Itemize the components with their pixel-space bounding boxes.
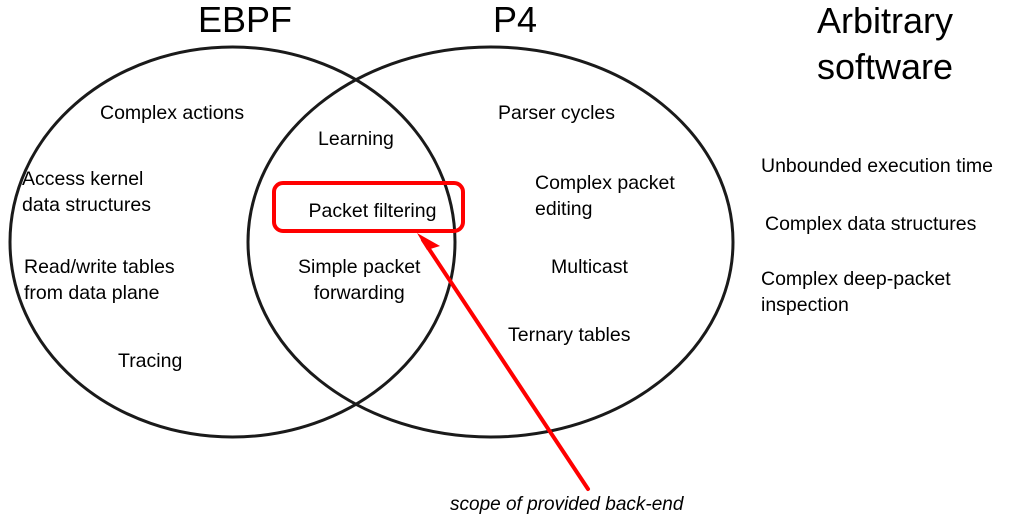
p4-item-parser-cycles: Parser cycles bbox=[498, 102, 616, 124]
outside-region-title: Arbitrary software bbox=[780, 0, 990, 90]
intersection-item-packet-filtering: Packet filtering bbox=[308, 199, 437, 222]
intersection-item-learning: Learning bbox=[318, 128, 394, 150]
arbitrary-item-complex-deep-packet-line2: inspection bbox=[761, 294, 849, 316]
intersection-item-simple-forwarding-line2: forwarding bbox=[313, 282, 405, 304]
ebpf-item-access-kernel-data-structures: Access kernel data structures bbox=[22, 166, 151, 218]
scope-caption: scope of provided back-end bbox=[450, 494, 684, 515]
ebpf-item-tracing: Tracing bbox=[118, 350, 183, 372]
p4-item-multicast: Multicast bbox=[551, 256, 628, 278]
set-title-ebpf: EBPF bbox=[197, 0, 293, 40]
ebpf-item-access-kernel-line2: data structures bbox=[22, 194, 151, 216]
intersection-item-simple-packet-forwarding: Simple packet forwarding bbox=[298, 254, 420, 306]
p4-item-complex-packet-editing-line2: editing bbox=[535, 198, 593, 220]
arbitrary-item-unbounded-execution-time: Unbounded execution time bbox=[761, 155, 993, 177]
outside-region-title-line2: software bbox=[816, 46, 954, 87]
ebpf-item-complex-actions: Complex actions bbox=[100, 102, 245, 124]
ebpf-item-readwrite-tables: Read/write tables from data plane bbox=[24, 254, 175, 306]
outside-region-title-line1: Arbitrary bbox=[816, 0, 954, 41]
ebpf-item-access-kernel-line1: Access kernel bbox=[22, 168, 144, 190]
ebpf-item-readwrite-tables-line1: Read/write tables bbox=[24, 256, 175, 278]
p4-circle bbox=[246, 45, 735, 439]
arbitrary-item-complex-data-structures: Complex data structures bbox=[765, 213, 977, 235]
intersection-item-simple-forwarding-line1: Simple packet bbox=[298, 256, 421, 278]
p4-item-complex-packet-editing: Complex packet editing bbox=[535, 170, 675, 222]
p4-item-ternary-tables: Ternary tables bbox=[508, 324, 631, 346]
arbitrary-item-complex-deep-packet-line1: Complex deep-packet bbox=[761, 268, 951, 290]
set-title-p4: P4 bbox=[492, 0, 538, 40]
p4-item-complex-packet-editing-line1: Complex packet bbox=[535, 172, 675, 194]
arbitrary-item-complex-deep-packet-inspection: Complex deep-packet inspection bbox=[761, 266, 951, 318]
packet-filtering-highlight-box: Packet filtering bbox=[272, 181, 465, 233]
ebpf-item-readwrite-tables-line2: from data plane bbox=[24, 282, 160, 304]
